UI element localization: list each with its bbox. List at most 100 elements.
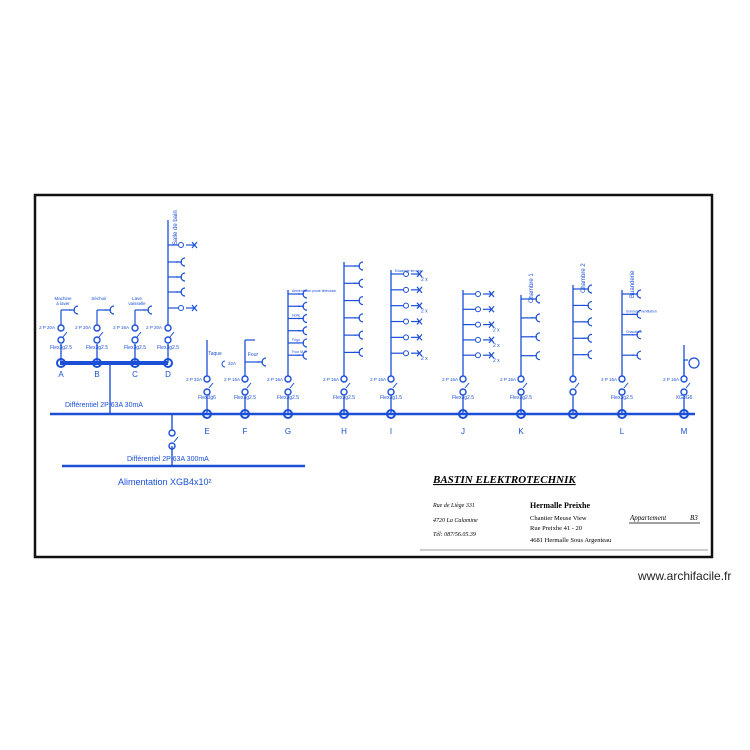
breaker-switch [623,382,629,389]
circuit-title: Taque [208,351,222,357]
socket-outlet-icon [688,357,700,369]
breaker-switch [574,382,580,389]
cable-type: Flex3g2.5 [510,395,532,401]
breaker-rating: 2 P 16A [370,377,386,382]
breaker-contact [203,388,211,396]
branch-label: Sonnerie ventilation [626,309,657,313]
breaker-contact [517,375,525,383]
breaker-contact [164,336,172,344]
socket-icon [354,295,364,306]
room-title: Buanderie [630,270,636,298]
breaker-switch [98,331,104,338]
breaker-contact [241,375,249,383]
breaker-rating: 2 P 16A [224,377,240,382]
circuit-letter: L [620,427,625,436]
breaker-contact [168,429,176,437]
breaker-rating: 2 P 16A [323,377,339,382]
socket-icon [583,350,593,360]
breaker-contact [284,375,292,383]
breaker-contact [57,336,65,344]
breaker-contact [680,375,688,383]
socket-icon [354,313,364,323]
breaker-switch [169,331,175,338]
circuit-letter: B [94,370,99,379]
quantity-label: 2 x [493,358,500,364]
cable-type: Flex3g2.5 [124,345,146,351]
room-title: Chambre 2 [581,263,587,293]
circuit-letter: G [285,427,291,436]
switch-icon [178,305,184,311]
drawing-frame [33,193,714,559]
breaker-contact [93,336,101,344]
breaker-contact [57,324,65,332]
breaker-switch [345,382,351,389]
lamp-icon [488,321,495,328]
room-title: Salle de bain [173,210,179,245]
breaker-rating: 2 P 20A [75,325,91,330]
socket-icon [632,330,642,340]
breaker-contact [284,388,292,396]
branch-label: Four M.O [292,350,307,354]
lamp-icon [488,305,495,313]
quantity-label: 2 x [493,343,500,349]
lamp-icon [488,336,495,344]
cable-type: Flex3g2.5 [50,345,72,351]
cable-type: Flex3g2.5 [452,395,474,401]
circuit-title: Machine [54,296,72,301]
circuit-letter: A [58,370,64,379]
socket-icon [298,338,308,348]
socket-icon [298,289,308,299]
socket-icon [583,300,593,311]
socket-icon [176,287,186,297]
socket-icon [298,350,308,360]
breaker-contact [131,336,139,344]
breaker-contact [241,388,249,396]
circuit-title: Lave [132,296,142,301]
breaker-contact [387,375,395,383]
breaker-contact [340,375,348,383]
breaker-rating: 2 P 20A [146,325,162,330]
circuit-letter: J [461,427,465,436]
switch-icon [403,318,409,325]
cable-type: Flex3g2.5 [333,395,355,401]
breaker-switch [208,382,214,389]
switch-icon [403,334,409,341]
socket-icon [354,278,364,288]
circuit-letter: K [518,427,524,436]
address-line: Rue de Liège 331 [432,503,475,509]
breaker-contact [203,375,211,383]
cable-type: Flex3g2.5 [157,345,179,351]
socket-icon [354,347,364,357]
cable-type: Flex3g1.5 [380,395,402,401]
socket-icon [632,350,642,360]
breaker-contact [93,324,101,332]
lamp-icon [416,302,423,310]
lamp-icon [416,349,423,357]
socket-icon [583,333,593,343]
project-name: Hermalle Preixhe [530,501,591,510]
breaker-rating: 2 P 16A [113,325,129,330]
branch-label: Chaudière [626,330,642,334]
breaker-contact [168,442,176,450]
circuit-title: à laver [56,301,70,306]
socket-icon [531,332,541,342]
breaker-rating: 2 P 16A [267,377,283,382]
breaker-rating: 2 P 16A [663,377,679,382]
socket-icon [354,261,364,271]
breaker-rating: 2 P 20A [39,325,55,330]
switch-icon [403,286,409,293]
switch-icon [403,271,409,277]
branch-label: Hotte [292,313,300,317]
socket-icon [298,301,308,311]
cable-type: Flex3g6 [198,395,216,401]
breaker-contact [569,375,577,383]
socket-icon [298,313,308,324]
quantity-label: 2 x [421,277,428,283]
breaker-contact [459,375,467,383]
socket-icon [583,284,593,294]
socket-icon [632,289,642,299]
lamp-icon [191,241,198,249]
circuit-letter: M [681,427,688,436]
lamp-icon [416,286,423,294]
